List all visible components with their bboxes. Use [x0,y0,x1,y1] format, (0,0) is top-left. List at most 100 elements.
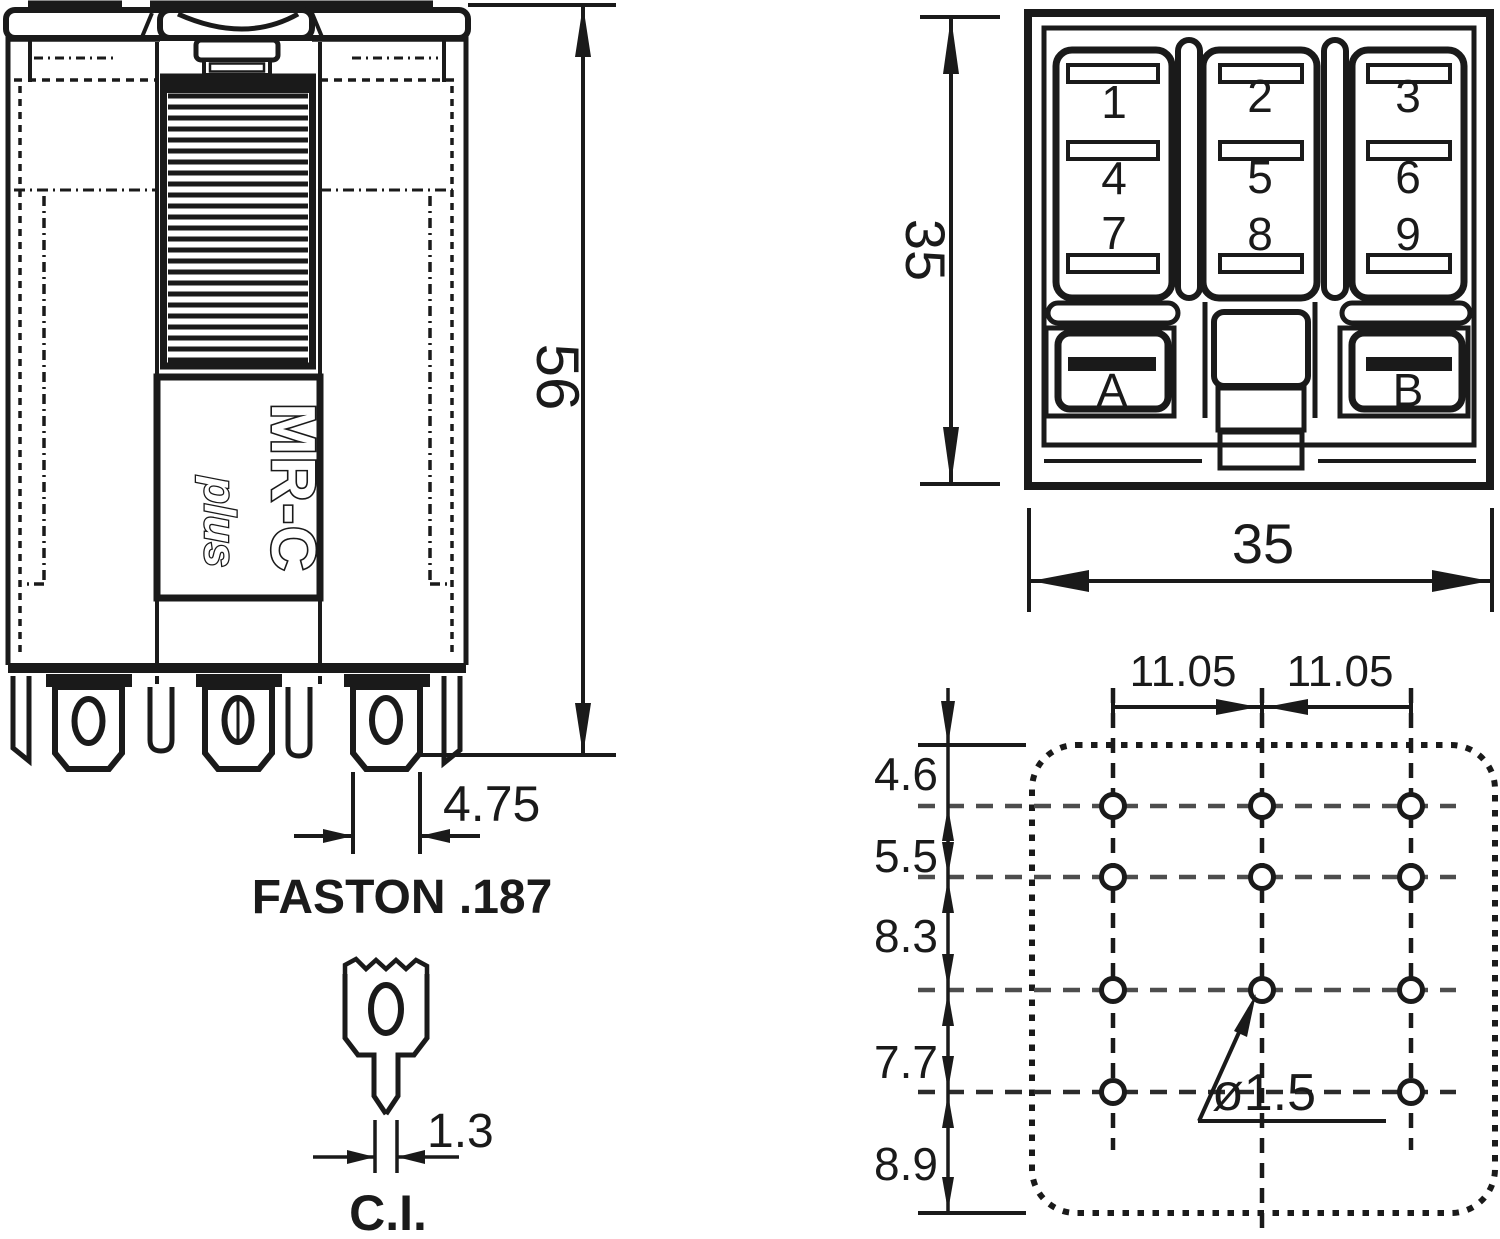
socket-height-arrow-up [943,17,959,74]
hole-r3c3 [1397,976,1425,1004]
coil-b-outer [1337,325,1471,419]
hole-diameter-callout: ø1.5 [1197,994,1386,1123]
thin-pin-2 [285,687,313,759]
tab-width-dimension: 4.75 [294,772,540,854]
clip-tab-inner [208,62,266,73]
socket-height-arrow-down [943,427,959,484]
footprint-view: 11.05 11.05 4.6 5.5 8.3 7.7 8.9 ø1. [874,647,1498,1237]
socket-width-arrow-right [1432,570,1490,592]
terminal-2: 2 [1247,70,1273,122]
group-3-slot-c [1366,253,1452,274]
hole-r2c3 [1397,863,1425,891]
group-3-frame [1348,46,1468,302]
terminal-type-label: FASTON .187 [252,871,553,924]
socket-height-value: 35 [894,219,957,281]
tab-3-hole [369,695,403,745]
coil-terminal-a: A [1043,325,1177,419]
hidden-contour-lines [14,56,454,652]
terminal-9: 9 [1395,208,1421,260]
divider-slot-1 [1175,37,1203,301]
terminal-5: 5 [1247,151,1273,203]
coil-terminal-b: B [1337,325,1471,419]
latch-sides [1202,302,1318,418]
drill-holes [1099,792,1425,1106]
hole-diameter-value: ø1.5 [1212,1064,1316,1122]
divider-slot-2 [1321,37,1349,301]
thin-pin-1 [147,687,175,754]
case-sides [5,36,469,665]
collar-1 [46,674,132,687]
latch-window [1211,309,1311,389]
height-dim-arrow-down [575,703,591,755]
rib-lines [168,93,308,363]
dash-cols-outer [18,86,454,652]
coil-b-slot [1366,357,1452,371]
shoulder-lines [28,40,446,82]
row-dim-8-3: 8.3 [874,910,938,962]
base-notches [155,676,322,684]
horizontal-slot-left [1045,300,1181,326]
terminal-1: 1 [1101,76,1127,128]
arrow-row2-down [942,879,954,913]
row-dim-4-6: 4.6 [874,748,938,800]
hole-r4c1 [1099,1078,1127,1106]
terminals [8,663,466,772]
row-centerlines [918,803,1456,993]
arrow-row2-up [942,842,954,876]
clip-mid [193,37,281,63]
hole-r1c1 [1099,792,1127,820]
bottom-view: 1 4 7 2 5 8 3 6 9 [894,9,1494,612]
group-3-slot-b [1366,140,1452,161]
coil-a-slot [1068,357,1156,371]
hole-r3c2 [1248,976,1276,1004]
socket-outer-frame [1024,9,1494,490]
terminal-group-1: 1 4 7 [1052,46,1176,302]
edge-stub-left [10,676,32,767]
row-dim-7-7: 7.7 [874,1036,938,1088]
hole-r3c1 [1099,976,1127,1004]
brand-sub-text: plus [195,476,244,567]
faston-tab-3 [350,684,423,772]
tab-width-dim-lines [294,772,480,854]
pin-body [342,974,430,1116]
hole-r2c2 [1248,863,1276,891]
group-1-frame [1052,46,1176,302]
pitch-value-right: 11.05 [1287,647,1394,696]
pcb-pin-detail: 1.3 C.I. [313,956,494,1239]
coil-label-b: B [1393,364,1424,416]
column-centerlines [1110,688,1414,1237]
pitch-arrow-left [1216,699,1258,715]
arrow-row1-down [942,807,954,841]
height-dim-arrow-up [575,5,591,57]
arrow-row3-down [942,992,954,1026]
coil-label-a: A [1097,364,1128,416]
tab-2-hole [221,695,255,745]
row-dim-5-5: 5.5 [874,830,938,882]
strip-top-band [163,77,313,93]
pin-width-value: 1.3 [427,1105,494,1158]
hole-r4c3 [1397,1078,1425,1106]
terminal-4: 4 [1101,152,1127,204]
row-spacing-dimension: 4.6 5.5 8.3 7.7 8.9 [874,688,1026,1215]
arrow-row4-down [942,1094,954,1128]
pin-torn-edge [342,956,430,976]
column-pitch-dimension: 11.05 11.05 [1111,647,1413,722]
pin-width-dim-lines [313,1120,459,1173]
hole-r1c3 [1397,792,1425,820]
tab-width-arrow-right [420,829,450,843]
hole-r2c1 [1099,863,1127,891]
horizontal-slot-right [1339,300,1473,326]
pin-width-arrow-left [347,1150,375,1164]
pitch-dim-lines [1111,692,1413,722]
socket-height-dimension: 35 [894,15,1000,486]
arrow-row3-up [942,954,954,988]
latch-step-2 [1217,429,1305,471]
height-dimension: 56 [420,3,616,757]
terminal-3: 3 [1395,70,1421,122]
group-2-slot-a [1218,63,1304,84]
arrow-row4-up [942,1056,954,1090]
socket-width-arrow-left [1031,570,1089,592]
collar-2 [196,674,282,687]
socket-width-dimension: 35 [1027,508,1494,612]
